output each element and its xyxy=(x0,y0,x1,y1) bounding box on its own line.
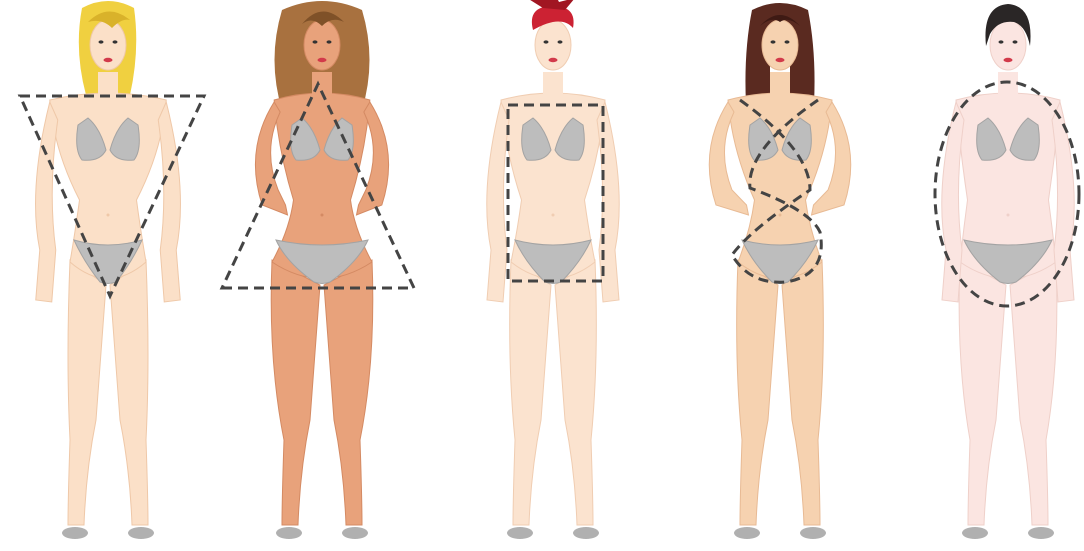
left-shoe xyxy=(734,527,760,539)
right-arm xyxy=(1052,102,1074,302)
left-arm xyxy=(487,102,509,302)
navel xyxy=(779,214,782,217)
right-shoe xyxy=(573,527,599,539)
navel xyxy=(321,214,324,217)
navel xyxy=(1007,214,1010,217)
right-eye xyxy=(558,40,563,43)
left-eye xyxy=(313,40,318,43)
left-arm xyxy=(942,102,964,302)
left-shoe xyxy=(507,527,533,539)
left-leg xyxy=(68,260,106,525)
lips xyxy=(104,58,113,62)
right-arm xyxy=(158,102,180,302)
head xyxy=(990,20,1026,70)
right-eye xyxy=(1013,40,1018,43)
right-leg xyxy=(110,260,148,525)
lips xyxy=(549,58,558,62)
lips xyxy=(776,58,785,62)
right-eye xyxy=(327,40,332,43)
head xyxy=(762,20,798,70)
left-leg xyxy=(510,260,551,525)
left-leg xyxy=(271,260,320,525)
right-arm xyxy=(597,102,619,302)
left-leg xyxy=(737,260,778,525)
figure-triangle xyxy=(222,1,414,539)
right-eye xyxy=(785,40,790,43)
right-leg xyxy=(324,260,373,525)
head xyxy=(535,20,571,70)
figure-hourglass xyxy=(709,3,851,539)
right-shoe xyxy=(1028,527,1054,539)
right-shoe xyxy=(342,527,368,539)
left-shoe xyxy=(962,527,988,539)
neck xyxy=(998,72,1018,102)
left-eye xyxy=(99,40,104,43)
hair-spikes xyxy=(527,0,575,10)
head xyxy=(304,20,340,70)
right-shoe xyxy=(800,527,826,539)
figure-rectangle xyxy=(487,0,619,539)
figure-apple xyxy=(935,4,1079,539)
navel xyxy=(552,214,555,217)
left-eye xyxy=(999,40,1004,43)
right-leg xyxy=(555,260,596,525)
lips xyxy=(318,58,327,62)
right-leg xyxy=(782,260,823,525)
navel xyxy=(107,214,110,217)
left-shoe xyxy=(62,527,88,539)
left-leg xyxy=(959,260,1006,525)
right-eye xyxy=(113,40,118,43)
figure-inverted-triangle xyxy=(20,1,204,539)
lips xyxy=(1004,58,1013,62)
left-arm xyxy=(36,102,58,302)
neck xyxy=(770,72,790,102)
right-shoe xyxy=(128,527,154,539)
left-shoe xyxy=(276,527,302,539)
head xyxy=(90,20,126,70)
left-eye xyxy=(771,40,776,43)
neck xyxy=(543,72,563,102)
left-eye xyxy=(544,40,549,43)
